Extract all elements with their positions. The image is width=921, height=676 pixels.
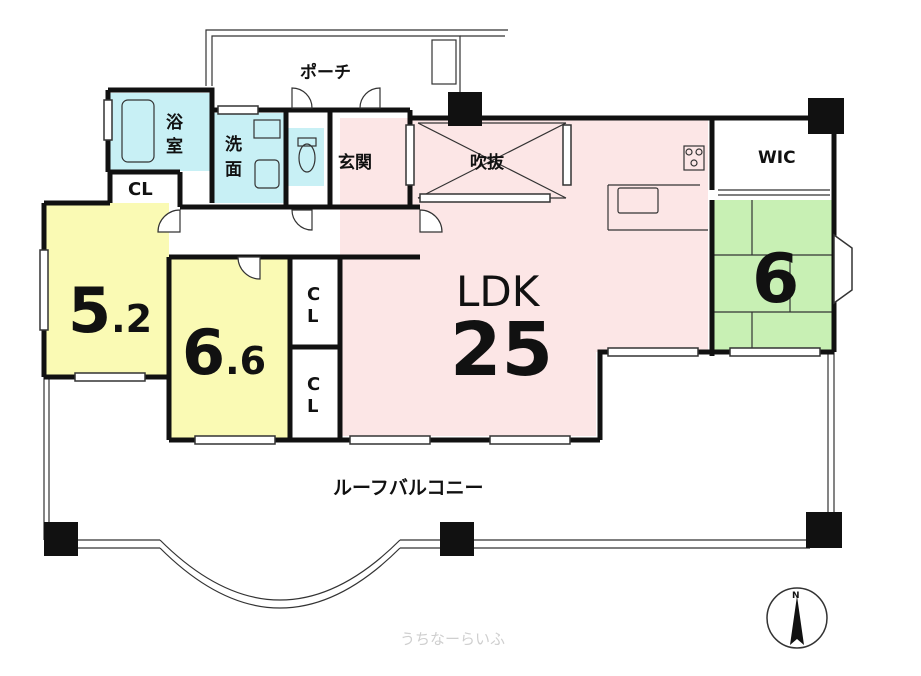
entrance-label: 玄関 [338, 152, 372, 173]
balcony-label: ルーフバルコニー [333, 477, 483, 499]
ldk-size: 25 [450, 307, 553, 393]
watermark: うちなーらいふ [400, 630, 505, 648]
void-label: 吹抜 [470, 152, 505, 173]
wic-label: WIC [758, 148, 796, 168]
compass-north-label: N [792, 591, 800, 601]
ldk-name: LDK [456, 267, 541, 316]
washroom-floor [212, 113, 284, 203]
bath-floor [110, 93, 210, 171]
closet-top-label: CL [128, 179, 153, 200]
door-swings [157, 87, 443, 280]
room-west-size: 5.2 [68, 274, 152, 347]
room-west-floor [44, 203, 169, 377]
porch-label: ポーチ [300, 62, 351, 83]
porch-outline [205, 29, 508, 92]
closet-mid-label-1: C [307, 284, 320, 305]
balcony-outline [43, 352, 835, 609]
compass-needle-icon [790, 596, 804, 645]
columns [44, 92, 844, 556]
washroom-label-1: 洗 [225, 134, 242, 155]
room-fills [44, 93, 834, 439]
bath-label-1: 浴 [166, 112, 184, 133]
closet-low-label-2: L [307, 396, 318, 417]
bath-label-2: 室 [166, 136, 183, 157]
washroom-label-2: 面 [225, 160, 242, 180]
room-mid-size: 6.6 [182, 316, 266, 389]
room-mid-floor [170, 257, 290, 439]
room-east-size: 6 [752, 240, 799, 319]
closet-low-label-1: C [307, 374, 320, 395]
north-compass: N [766, 587, 828, 649]
tatami-floor [712, 200, 834, 352]
tatami-lines [712, 200, 834, 352]
toilet-floor [288, 128, 324, 186]
closet-mid-label-2: L [307, 306, 318, 327]
windows [39, 99, 853, 445]
